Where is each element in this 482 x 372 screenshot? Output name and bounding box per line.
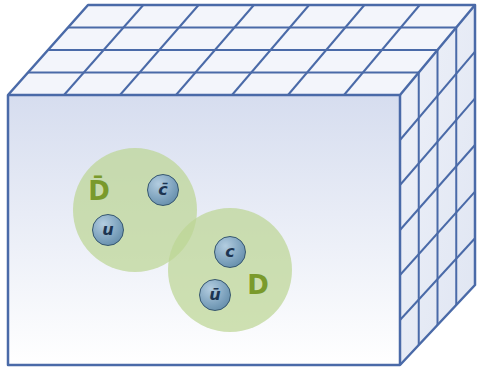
quark-label: ū <box>209 285 220 304</box>
quark-circle: ū <box>199 279 231 311</box>
meson-circle: Dc ū <box>168 208 292 332</box>
side-face <box>400 5 475 365</box>
quark-label: c̄ <box>158 180 167 199</box>
box-outline <box>8 5 475 365</box>
quark-circle: c <box>214 236 246 268</box>
quark-label: u <box>102 220 113 239</box>
meson-label: D̄ <box>88 176 110 207</box>
top-face <box>8 5 475 95</box>
front-face <box>8 95 400 365</box>
meson-label: D <box>247 270 269 301</box>
quark-circle: c̄ <box>147 174 179 206</box>
grid-lines <box>28 5 475 345</box>
quark-label: c <box>225 242 234 261</box>
quark-circle: u <box>92 214 124 246</box>
